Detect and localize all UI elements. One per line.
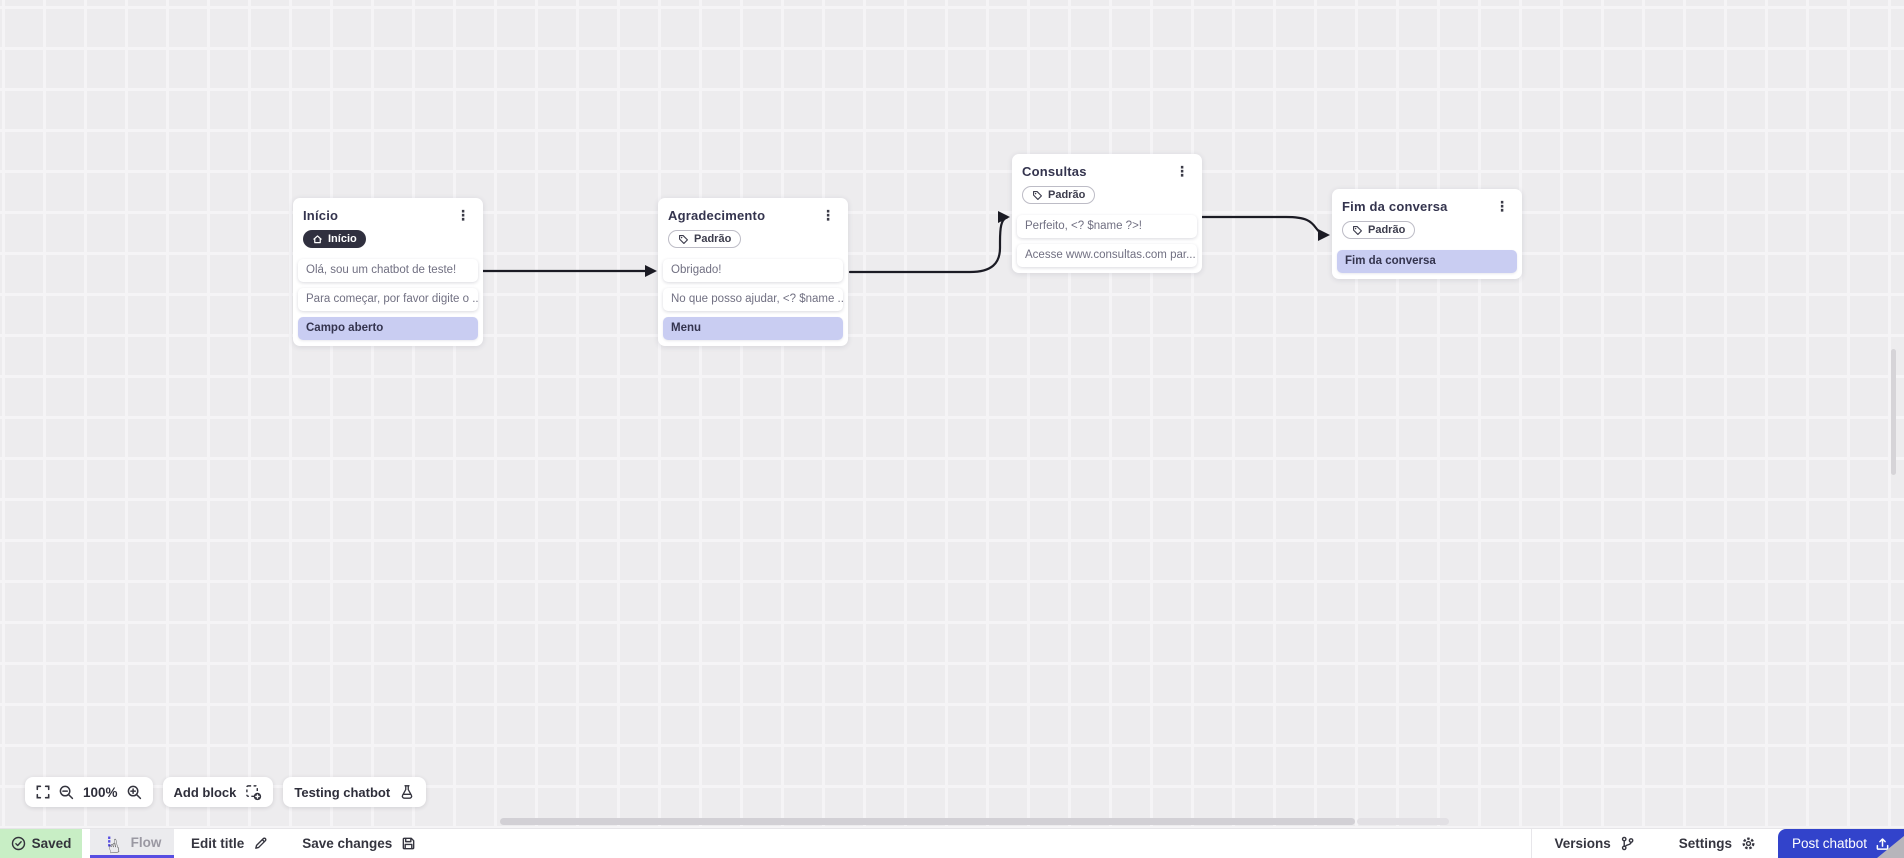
post-chatbot-label: Post chatbot <box>1791 836 1868 851</box>
screenshot-corner-fold <box>1877 836 1904 858</box>
versions-button[interactable]: Versions <box>1532 829 1656 858</box>
pencil-icon <box>253 836 268 851</box>
settings-button[interactable]: Settings <box>1657 829 1778 858</box>
settings-label: Settings <box>1678 836 1732 851</box>
flow-node-fim-da-conversa[interactable]: Fim da conversa ⋮ Padrão Fim da conversa <box>1332 189 1522 279</box>
node-cards: Olá, sou um chatbot de teste! Para começ… <box>298 258 478 340</box>
node-badge-padrao: Padrão <box>1022 186 1096 204</box>
edit-title-button[interactable]: Edit title <box>174 829 285 858</box>
flask-icon <box>399 784 415 800</box>
bottom-bar-right-group: Versions Settings Post chatbot <box>1531 829 1904 858</box>
save-changes-label: Save changes <box>302 836 393 851</box>
bottom-bar: Saved ⋮ Flow Edit title Save changes Ver… <box>0 828 1904 858</box>
message-card[interactable]: Perfeito, <? $name ?>! <box>1017 214 1197 238</box>
tab-flow-label: Flow <box>130 834 162 850</box>
add-block-button[interactable]: Add block <box>162 777 274 807</box>
message-card[interactable]: Obrigado! <box>663 258 843 282</box>
check-circle-icon <box>11 836 26 851</box>
zoom-controls: 100% <box>25 777 153 807</box>
tab-flow[interactable]: ⋮ Flow <box>90 829 174 858</box>
branch-icon <box>1620 836 1635 851</box>
testing-chatbot-button[interactable]: Testing chatbot <box>283 777 427 807</box>
arrowhead-icon <box>1318 229 1330 241</box>
fullscreen-icon[interactable] <box>36 785 50 799</box>
node-title: Fim da conversa <box>1342 199 1448 214</box>
tag-icon <box>1352 225 1363 236</box>
message-card[interactable]: No que posso ajudar, <? $name ... <box>663 287 843 311</box>
node-title: Agradecimento <box>668 208 766 223</box>
node-badge-label: Padrão <box>1048 189 1086 201</box>
message-card[interactable]: Acesse www.consultas.com par... <box>1017 243 1197 267</box>
horizontal-scrollbar[interactable] <box>500 818 1355 825</box>
edge-agradecimento-consultas <box>848 216 1009 274</box>
node-badge-label: Início <box>328 233 357 245</box>
zoom-in-icon[interactable] <box>127 785 142 800</box>
arrowhead-icon <box>998 211 1010 223</box>
tab-menu-dots-icon[interactable]: ⋮ <box>102 834 116 849</box>
node-cards: Obrigado! No que posso ajudar, <? $name … <box>663 258 843 340</box>
zoom-out-icon[interactable] <box>59 785 74 800</box>
horizontal-scrollbar-track[interactable] <box>1357 818 1449 825</box>
flow-node-consultas[interactable]: Consultas ⋮ Padrão Perfeito, <? $name ?>… <box>1012 154 1202 273</box>
node-title: Início <box>303 208 339 223</box>
canvas-toolbar: 100% Add block Testing chatbot <box>25 777 427 807</box>
flow-edges <box>481 211 1330 277</box>
add-block-icon <box>245 784 262 801</box>
vertical-scrollbar[interactable] <box>1891 349 1896 475</box>
node-badge-label: Padrão <box>1368 224 1406 236</box>
action-card[interactable]: Menu <box>663 316 843 340</box>
node-badge-inicio: Início <box>303 230 366 248</box>
save-icon <box>401 836 416 851</box>
flow-node-agradecimento[interactable]: Agradecimento ⋮ Padrão Obrigado! No que … <box>658 198 848 346</box>
zoom-level-value: 100% <box>83 784 118 800</box>
flow-node-inicio[interactable]: Início ⋮ Início Olá, sou um chatbot de t… <box>293 198 483 346</box>
node-cards: Perfeito, <? $name ?>! Acesse www.consul… <box>1017 214 1197 267</box>
action-card[interactable]: Campo aberto <box>298 316 478 340</box>
node-badge-label: Padrão <box>694 233 732 245</box>
message-card[interactable]: Olá, sou um chatbot de teste! <box>298 258 478 282</box>
home-icon <box>312 234 323 245</box>
message-card[interactable]: Para começar, por favor digite o ... <box>298 287 478 311</box>
arrowhead-icon <box>645 265 657 277</box>
node-header: Início ⋮ <box>298 208 478 223</box>
versions-label: Versions <box>1554 836 1611 851</box>
node-menu-dots-icon[interactable]: ⋮ <box>456 207 470 223</box>
node-header: Fim da conversa ⋮ <box>1337 199 1517 214</box>
node-cards: Fim da conversa <box>1337 249 1517 273</box>
node-header: Consultas ⋮ <box>1017 164 1197 179</box>
node-menu-dots-icon[interactable]: ⋮ <box>1495 198 1509 214</box>
tag-icon <box>678 234 689 245</box>
saved-status-badge: Saved <box>0 829 82 858</box>
edge-consultas-fim <box>1200 215 1327 236</box>
node-menu-dots-icon[interactable]: ⋮ <box>821 207 835 223</box>
node-badge-padrao: Padrão <box>668 230 742 248</box>
action-card[interactable]: Fim da conversa <box>1337 249 1517 273</box>
node-menu-dots-icon[interactable]: ⋮ <box>1175 163 1189 179</box>
node-badge-padrao: Padrão <box>1342 221 1416 239</box>
save-changes-button[interactable]: Save changes <box>285 829 433 858</box>
flow-canvas[interactable]: Início ⋮ Início Olá, sou um chatbot de t… <box>0 0 1904 828</box>
testing-chatbot-label: Testing chatbot <box>294 784 391 800</box>
add-block-label: Add block <box>173 784 237 800</box>
gear-icon <box>1741 836 1756 851</box>
node-title: Consultas <box>1022 164 1087 179</box>
edit-title-label: Edit title <box>191 836 245 851</box>
saved-label: Saved <box>31 836 72 851</box>
tag-icon <box>1032 190 1043 201</box>
node-header: Agradecimento ⋮ <box>663 208 843 223</box>
